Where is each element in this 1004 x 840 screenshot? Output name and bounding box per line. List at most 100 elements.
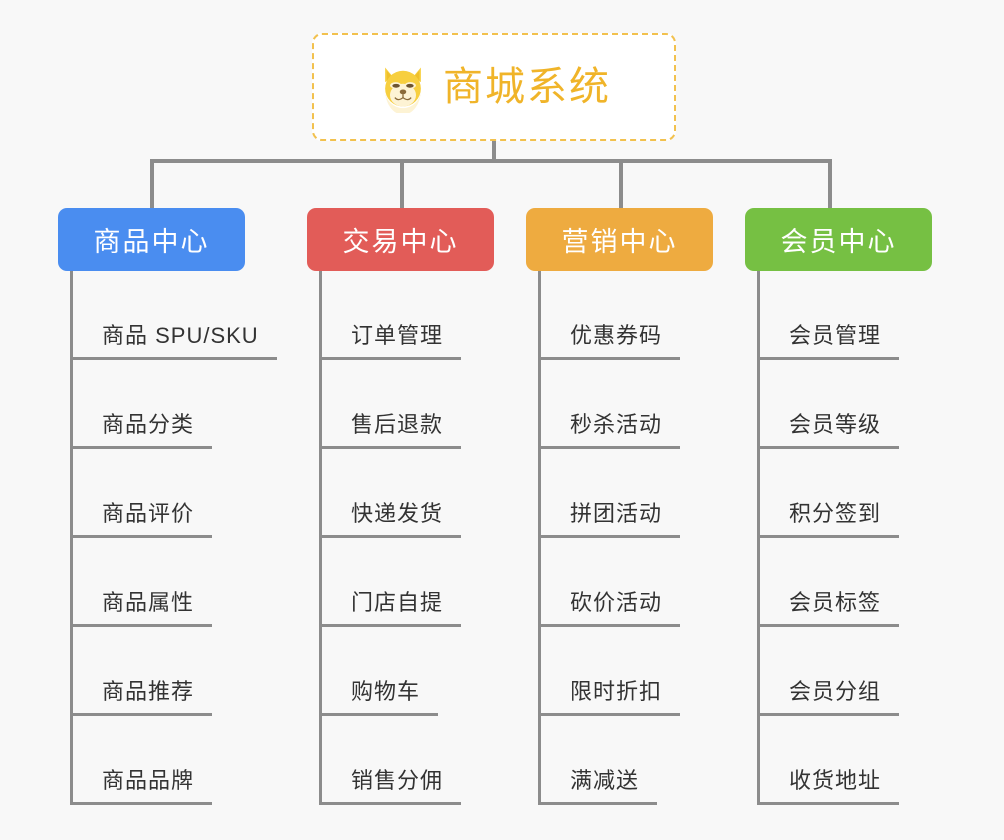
- category-column-trade-center: 交易中心订单管理售后退款快递发货门店自提购物车销售分佣: [307, 208, 494, 805]
- leaf-item[interactable]: 会员等级: [759, 360, 932, 449]
- leaf-item[interactable]: 秒杀活动: [540, 360, 713, 449]
- leaf-item-underline: 订单管理: [321, 318, 462, 360]
- category-header-trade-center[interactable]: 交易中心: [307, 208, 494, 271]
- leaf-item[interactable]: 积分签到: [759, 449, 932, 538]
- leaf-item[interactable]: 满减送: [540, 716, 713, 805]
- leaf-item-underline: 商品 SPU/SKU: [72, 318, 277, 360]
- category-header-member-center[interactable]: 会员中心: [745, 208, 932, 271]
- leaf-item-label: 限时折扣: [570, 679, 663, 704]
- leaf-item[interactable]: 商品分类: [72, 360, 245, 449]
- leaf-item-label: 快递发货: [351, 501, 444, 526]
- branch-trade-center: 订单管理售后退款快递发货门店自提购物车销售分佣: [307, 271, 494, 805]
- connector-bus: [150, 159, 831, 163]
- leaf-item[interactable]: 优惠券码: [540, 271, 713, 360]
- leaf-item-label: 商品评价: [102, 501, 195, 526]
- leaf-item-label: 商品分类: [102, 412, 195, 437]
- leaf-item-label: 会员标签: [789, 590, 882, 615]
- leaf-item-underline: 商品品牌: [72, 763, 213, 805]
- branch-spine: [538, 271, 541, 805]
- leaf-item-underline: 商品推荐: [72, 674, 213, 716]
- leaf-item[interactable]: 限时折扣: [540, 627, 713, 716]
- leaf-item-label: 拼团活动: [570, 501, 663, 526]
- leaf-item-label: 会员等级: [789, 412, 882, 437]
- leaf-item[interactable]: 商品评价: [72, 449, 245, 538]
- leaf-item-underline: 拼团活动: [540, 496, 681, 538]
- leaf-item[interactable]: 商品品牌: [72, 716, 245, 805]
- root-title: 商城系统: [443, 65, 611, 109]
- leaf-item-underline: 购物车: [321, 674, 439, 716]
- leaf-item[interactable]: 门店自提: [321, 538, 494, 627]
- category-column-marketing-center: 营销中心优惠券码秒杀活动拼团活动砍价活动限时折扣满减送: [526, 208, 713, 805]
- leaf-item-underline: 满减送: [540, 763, 658, 805]
- connector-drop-member-center: [828, 159, 832, 209]
- leaf-item[interactable]: 售后退款: [321, 360, 494, 449]
- leaf-item-label: 购物车: [351, 679, 421, 704]
- leaf-item-label: 砍价活动: [570, 590, 663, 615]
- branch-spine: [757, 271, 760, 805]
- leaf-item-label: 商品属性: [102, 590, 195, 615]
- leaf-item-underline: 会员管理: [759, 318, 900, 360]
- leaf-item-underline: 秒杀活动: [540, 407, 681, 449]
- leaf-item[interactable]: 销售分佣: [321, 716, 494, 805]
- leaf-item-underline: 收货地址: [759, 763, 900, 805]
- leaf-item-label: 会员分组: [789, 679, 882, 704]
- leaf-item[interactable]: 会员管理: [759, 271, 932, 360]
- leaf-item[interactable]: 商品推荐: [72, 627, 245, 716]
- leaf-item-label: 售后退款: [351, 412, 444, 437]
- leaf-item-underline: 快递发货: [321, 496, 462, 538]
- leaf-item[interactable]: 快递发货: [321, 449, 494, 538]
- leaf-item[interactable]: 会员分组: [759, 627, 932, 716]
- leaf-item[interactable]: 收货地址: [759, 716, 932, 805]
- leaf-item-label: 秒杀活动: [570, 412, 663, 437]
- leaf-item-underline: 会员分组: [759, 674, 900, 716]
- category-header-product-center[interactable]: 商品中心: [58, 208, 245, 271]
- leaf-item-underline: 积分签到: [759, 496, 900, 538]
- leaf-item-label: 订单管理: [351, 323, 444, 348]
- branch-product-center: 商品 SPU/SKU 商品分类商品评价商品属性商品推荐商品品牌: [58, 271, 277, 805]
- leaf-item[interactable]: 购物车: [321, 627, 494, 716]
- leaf-item-label: 满减送: [570, 768, 640, 793]
- branch-spine: [70, 271, 73, 805]
- leaf-item-underline: 门店自提: [321, 585, 462, 627]
- leaf-item-underline: 销售分佣: [321, 763, 462, 805]
- category-header-label: 会员中心: [780, 227, 897, 257]
- category-column-member-center: 会员中心会员管理会员等级积分签到会员标签会员分组收货地址: [745, 208, 932, 805]
- leaf-item-underline: 商品属性: [72, 585, 213, 627]
- leaf-item-label: 商品推荐: [102, 679, 195, 704]
- leaf-item-underline: 商品评价: [72, 496, 213, 538]
- leaf-item[interactable]: 会员标签: [759, 538, 932, 627]
- leaf-item-underline: 砍价活动: [540, 585, 681, 627]
- connector-drop-product-center: [150, 159, 154, 209]
- leaf-item-label: 商品 SPU/SKU: [102, 323, 259, 348]
- category-header-label: 商品中心: [93, 227, 210, 257]
- root-node[interactable]: 商城系统: [312, 33, 676, 141]
- leaf-item[interactable]: 订单管理: [321, 271, 494, 360]
- leaf-item-underline: 会员标签: [759, 585, 900, 627]
- category-header-label: 交易中心: [342, 227, 459, 257]
- leaf-item-underline: 售后退款: [321, 407, 462, 449]
- leaf-item-label: 销售分佣: [351, 768, 444, 793]
- shiba-dog-face-icon: [385, 67, 421, 113]
- leaf-item[interactable]: 商品属性: [72, 538, 245, 627]
- leaf-item-label: 积分签到: [789, 501, 882, 526]
- branch-spine: [319, 271, 322, 805]
- leaf-item[interactable]: 商品 SPU/SKU: [72, 271, 277, 360]
- connector-root-stem: [492, 141, 496, 163]
- category-header-marketing-center[interactable]: 营销中心: [526, 208, 713, 271]
- leaf-item-label: 商品品牌: [102, 768, 195, 793]
- leaf-item-label: 收货地址: [789, 768, 882, 793]
- connector-drop-marketing-center: [619, 159, 623, 209]
- leaf-item-underline: 优惠券码: [540, 318, 681, 360]
- leaf-item-underline: 限时折扣: [540, 674, 681, 716]
- leaf-item[interactable]: 拼团活动: [540, 449, 713, 538]
- category-column-product-center: 商品中心商品 SPU/SKU 商品分类商品评价商品属性商品推荐商品品牌: [58, 208, 277, 805]
- connector-drop-trade-center: [400, 159, 404, 209]
- branch-marketing-center: 优惠券码秒杀活动拼团活动砍价活动限时折扣满减送: [526, 271, 713, 805]
- leaf-item-underline: 商品分类: [72, 407, 213, 449]
- leaf-item-label: 门店自提: [351, 590, 444, 615]
- leaf-item[interactable]: 砍价活动: [540, 538, 713, 627]
- leaf-item-label: 优惠券码: [570, 323, 663, 348]
- branch-member-center: 会员管理会员等级积分签到会员标签会员分组收货地址: [745, 271, 932, 805]
- leaf-item-underline: 会员等级: [759, 407, 900, 449]
